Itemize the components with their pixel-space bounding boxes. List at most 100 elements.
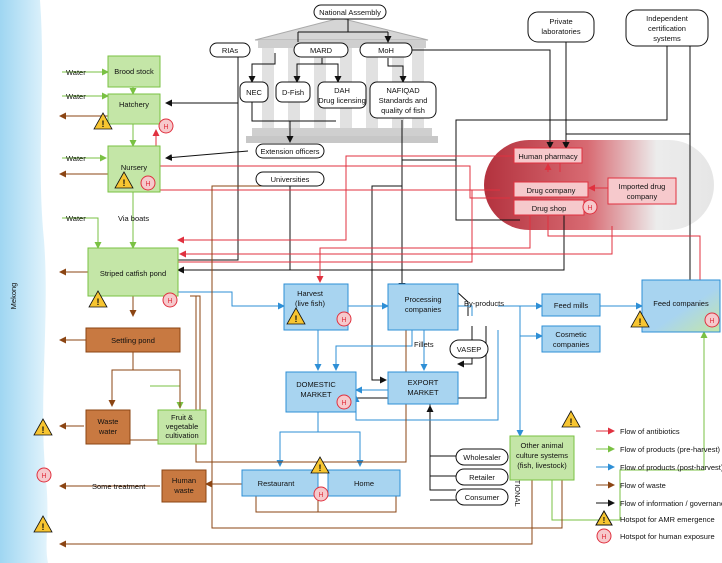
svg-text:NEC: NEC xyxy=(246,88,262,97)
svg-text:Processing: Processing xyxy=(404,295,441,304)
legend-waste: Flow of waste xyxy=(620,481,666,490)
svg-text:systems: systems xyxy=(653,34,681,43)
retailer-node: Retailer xyxy=(455,468,509,486)
fruit-vegetable-node: Fruit & vegetable cultivation xyxy=(157,409,207,445)
amr-warning-icon: ! xyxy=(286,307,306,325)
svg-text:Fruit &: Fruit & xyxy=(171,413,193,422)
water-label-1: Water xyxy=(66,68,86,77)
svg-text:Extension officers: Extension officers xyxy=(260,147,319,156)
human-exposure-icon: H xyxy=(336,394,352,410)
human-exposure-icon: H xyxy=(313,486,329,502)
svg-text:!: ! xyxy=(123,178,126,188)
svg-text:(fish, livestock): (fish, livestock) xyxy=(517,461,567,470)
svg-text:Harvest: Harvest xyxy=(297,289,324,298)
via-boats-label: Via boats xyxy=(118,214,149,223)
certification-node: Independent certification systems xyxy=(625,9,709,47)
svg-text:!: ! xyxy=(639,317,642,327)
amr-warning-icon: ! xyxy=(310,456,330,474)
drug-company-node: Drug company xyxy=(513,181,589,198)
private-labs-node: Private laboratories xyxy=(527,11,595,43)
water-label-2: Water xyxy=(66,92,86,101)
svg-text:H: H xyxy=(145,181,150,188)
legend-human: Hotspot for human exposure xyxy=(620,532,715,541)
svg-text:Other animal: Other animal xyxy=(521,441,564,450)
svg-text:NAFIQAD: NAFIQAD xyxy=(386,86,420,95)
svg-text:H: H xyxy=(318,492,323,499)
amr-warning-icon: ! xyxy=(630,310,650,328)
feed-mills-node: Feed mills xyxy=(541,293,601,317)
svg-text:D-Fish: D-Fish xyxy=(282,88,304,97)
vasep-node: VASEP xyxy=(449,339,489,359)
extension-officers-node: Extension officers xyxy=(255,143,325,159)
government-building-icon xyxy=(246,17,438,143)
svg-text:MARD: MARD xyxy=(310,46,333,55)
imported-drug-company-node: Imported drug company xyxy=(607,177,677,205)
svg-text:Drug shop: Drug shop xyxy=(532,204,567,213)
amr-warning-icon: ! xyxy=(88,290,108,308)
human-exposure-icon: H xyxy=(336,311,352,327)
svg-text:Human: Human xyxy=(172,476,196,485)
svg-text:!: ! xyxy=(295,314,298,324)
water-label-3: Water xyxy=(66,154,86,163)
drug-shop-node: Drug shop xyxy=(513,199,585,216)
svg-text:DOMESTIC: DOMESTIC xyxy=(296,380,336,389)
svg-text:H: H xyxy=(167,298,172,305)
svg-text:Cosmetic: Cosmetic xyxy=(555,330,587,339)
legend: Flow of antibiotics Flow of products (pr… xyxy=(595,427,722,544)
svg-text:H: H xyxy=(587,205,592,212)
svg-text:VASEP: VASEP xyxy=(457,345,481,354)
svg-text:Independent: Independent xyxy=(646,14,689,23)
amr-warning-icon: ! xyxy=(93,112,113,130)
svg-text:H: H xyxy=(341,400,346,407)
settling-pond-node: Settling pond xyxy=(85,327,181,353)
consumer-node: Consumer xyxy=(455,488,509,506)
svg-text:Drug licensing: Drug licensing xyxy=(318,96,366,105)
hatchery-node: Hatchery xyxy=(107,93,161,125)
universities-node: Universities xyxy=(255,171,325,187)
legend-information: Flow of information / governance xyxy=(620,499,722,508)
legend-warning-icon: ! xyxy=(595,509,613,526)
nafiqad-node: NAFIQAD Standards and quality of fish xyxy=(369,81,437,119)
svg-text:water: water xyxy=(98,427,118,436)
amr-warning-icon: ! xyxy=(33,515,53,533)
nec-node: NEC xyxy=(239,81,269,103)
human-exposure-icon: H xyxy=(36,467,52,483)
svg-text:MARKET: MARKET xyxy=(300,390,332,399)
svg-text:company: company xyxy=(627,192,658,201)
amr-hotspots: !!!!!!!!! xyxy=(33,112,650,533)
svg-text:companies: companies xyxy=(405,305,442,314)
mard-node: MARD xyxy=(293,42,349,58)
svg-text:certification: certification xyxy=(648,24,686,33)
svg-text:companies: companies xyxy=(553,340,590,349)
legend-pre-harvest: Flow of products (pre-harvest) xyxy=(620,445,721,454)
svg-text:waste: waste xyxy=(173,486,194,495)
svg-text:Consumer: Consumer xyxy=(465,493,500,502)
svg-text:Restaurant: Restaurant xyxy=(258,479,296,488)
national-assembly-node: National Assembly xyxy=(313,4,387,20)
legend-antibiotics: Flow of antibiotics xyxy=(620,427,680,436)
svg-text:!: ! xyxy=(603,516,606,525)
other-animal-culture-node: Other animal culture systems (fish, live… xyxy=(509,435,575,481)
mekong-river xyxy=(0,0,48,563)
svg-text:Drug company: Drug company xyxy=(527,186,576,195)
svg-text:Settling pond: Settling pond xyxy=(111,336,155,345)
byproducts-label: By-products xyxy=(464,299,504,308)
svg-text:quality of fish: quality of fish xyxy=(381,106,425,115)
export-market-node: EXPORT MARKET xyxy=(387,371,459,405)
svg-text:RIAs: RIAs xyxy=(222,46,239,55)
brood-stock-node: Brood stock xyxy=(107,55,161,88)
striped-catfish-pond-node: Striped catfish pond xyxy=(87,247,179,297)
svg-text:Wholesaler: Wholesaler xyxy=(463,453,501,462)
legend-h-icon: H xyxy=(596,528,612,544)
rias-node: RIAs xyxy=(209,42,251,58)
svg-text:Retailer: Retailer xyxy=(469,473,495,482)
wholesaler-node: Wholesaler xyxy=(455,448,509,466)
svg-text:H: H xyxy=(709,318,714,325)
amr-warning-icon: ! xyxy=(33,418,53,436)
svg-text:Home: Home xyxy=(354,479,374,488)
amr-warning-icon: ! xyxy=(114,171,134,189)
svg-text:H: H xyxy=(41,473,46,480)
human-waste-node: Human waste xyxy=(161,469,207,503)
